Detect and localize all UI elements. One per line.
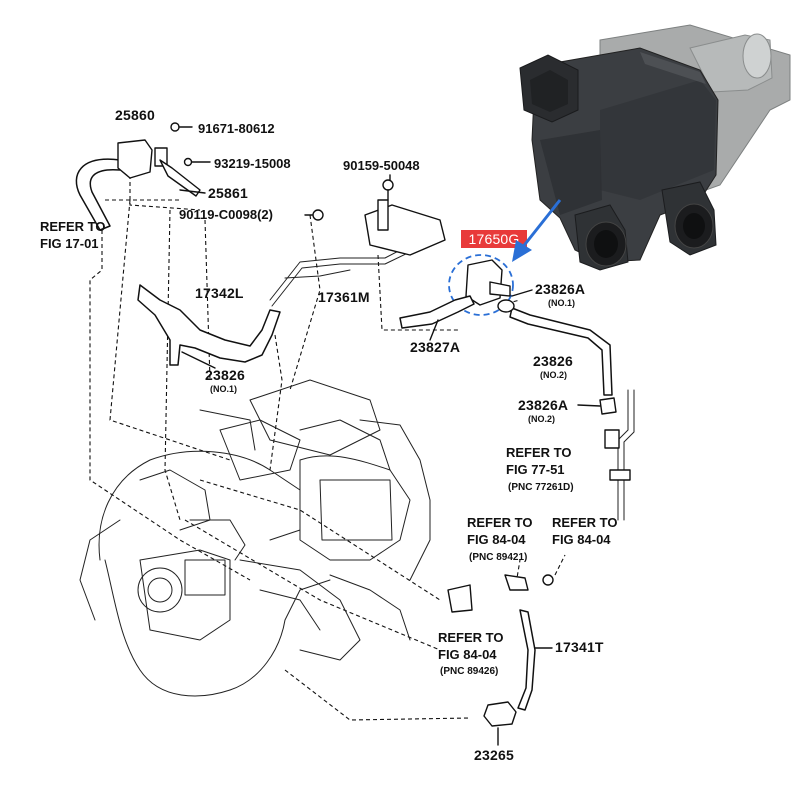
label-17342l: 17342L — [195, 285, 244, 301]
part-badge-label: 17650G — [468, 231, 519, 247]
refer-fig-84-04-c-line2: FIG 84-04 — [438, 647, 497, 662]
label-25861: 25861 — [208, 185, 248, 201]
label-23826-no1: 23826 — [205, 367, 245, 383]
label-90119-c0098: 90119-C0098(2) — [179, 207, 273, 222]
refer-fig-84-04-b-line2: FIG 84-04 — [552, 532, 611, 547]
label-17361m: 17361M — [318, 289, 370, 305]
engine-sketch — [79, 379, 431, 697]
label-23826a-no1-sub: (NO.1) — [548, 298, 575, 308]
refer-fig-17-01-line2: FIG 17-01 — [40, 236, 99, 251]
refer-fig-17-01-line1: REFER TO — [40, 219, 106, 234]
part-badge — [461, 230, 527, 248]
refer-fig-77-51-line1: REFER TO — [506, 445, 572, 460]
part-labels: 25860 91671-80612 93219-15008 25861 9015… — [40, 107, 618, 763]
valve-product-photo — [519, 24, 791, 271]
label-23826a-no1: 23826A — [535, 281, 585, 297]
label-93219-15008: 93219-15008 — [214, 156, 291, 171]
highlight-arrow-shaft — [520, 199, 562, 249]
refer-fig-84-04-a-pnc: (PNC 89421) — [469, 552, 527, 563]
leader-lines — [89, 175, 566, 721]
label-23827a: 23827A — [410, 339, 460, 355]
label-17341t: 17341T — [555, 639, 604, 655]
refer-fig-84-04-b-line1: REFER TO — [552, 515, 618, 530]
label-23826a-no2: 23826A — [518, 397, 568, 413]
label-23265: 23265 — [474, 747, 514, 763]
label-25860: 25860 — [115, 107, 155, 123]
label-23826-no2: 23826 — [533, 353, 573, 369]
hose-assemblies — [75, 122, 635, 727]
refer-fig-84-04-a-line2: FIG 84-04 — [467, 532, 526, 547]
label-23826-no1-sub: (NO.1) — [210, 384, 237, 394]
label-23826a-no2-sub: (NO.2) — [528, 414, 555, 424]
label-90159-50048: 90159-50048 — [343, 158, 420, 173]
refer-fig-84-04-c-pnc: (PNC 89426) — [440, 666, 498, 677]
highlight-arrow-head — [512, 240, 532, 262]
refer-fig-77-51-pnc: (PNC 77261D) — [508, 482, 574, 493]
label-23826-no2-sub: (NO.2) — [540, 370, 567, 380]
refer-fig-84-04-a-line1: REFER TO — [467, 515, 533, 530]
refer-fig-84-04-c-line1: REFER TO — [438, 630, 504, 645]
highlight-markers: 17650G — [448, 199, 562, 316]
highlight-circle — [448, 254, 514, 316]
label-91671-80612: 91671-80612 — [198, 121, 275, 136]
refer-fig-77-51-line2: FIG 77-51 — [506, 462, 565, 477]
